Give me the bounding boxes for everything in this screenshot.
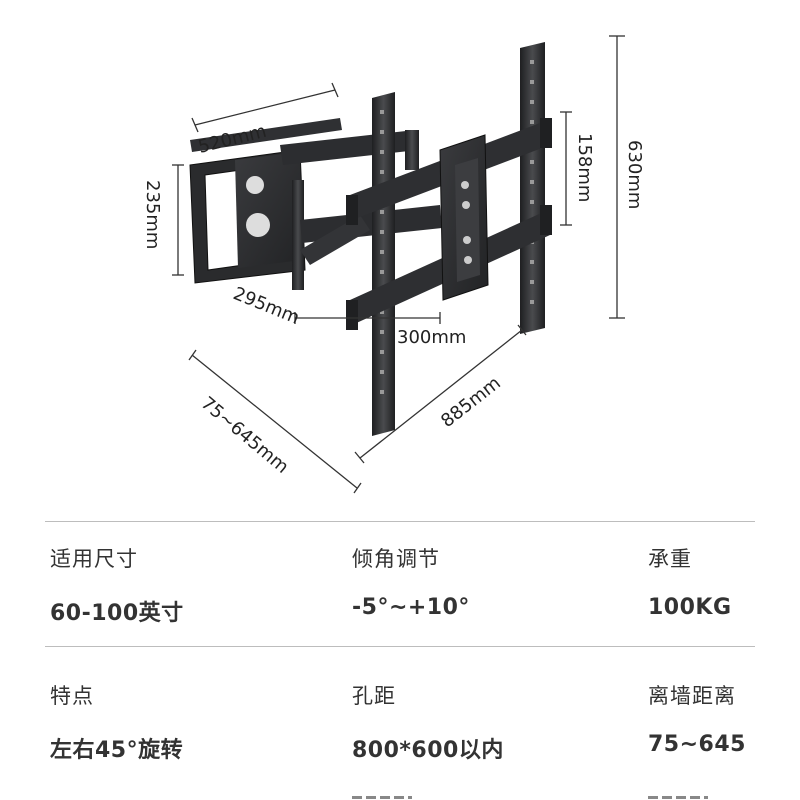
spec-feature: 特点 左右45°旋转 <box>50 680 183 764</box>
divider-middle <box>45 646 755 647</box>
tv-mount-figure: 520mm 235mm 295mm 300mm 75~645mm 885mm 1… <box>142 35 645 494</box>
spec-feature-label: 特点 <box>50 684 94 708</box>
dim-hole-vertical: 158mm <box>574 133 595 202</box>
dim-height-total: 630mm <box>624 140 645 209</box>
spec-feature-value: 左右45°旋转 <box>50 738 184 763</box>
dimension-lines <box>172 35 625 494</box>
spec-tilt-value: -5°~+10° <box>352 595 470 620</box>
spec-tilt-label: 倾角调节 <box>352 547 440 571</box>
center-plate <box>439 134 489 301</box>
cutoff-text-1 <box>352 790 462 800</box>
spec-load-value: 100KG <box>648 595 732 620</box>
vertical-rails <box>372 42 545 436</box>
spec-hole-spacing-label: 孔距 <box>352 684 396 708</box>
cutoff-text-2 <box>648 790 758 800</box>
dim-hole-horizontal: 300mm <box>397 327 466 348</box>
spec-tilt: 倾角调节 -5°~+10° <box>352 543 470 620</box>
spec-size-label: 适用尺寸 <box>50 547 138 571</box>
dim-length-total: 885mm <box>437 373 505 432</box>
spec-size: 适用尺寸 60-100英寸 <box>50 543 184 627</box>
dim-extension: 75~645mm <box>197 393 293 478</box>
spec-wall-distance-label: 离墙距离 <box>648 684 736 708</box>
dim-width-top: 520mm <box>196 121 268 158</box>
dim-height-left: 235mm <box>142 180 163 249</box>
wall-bracket <box>189 118 342 290</box>
spec-load: 承重 100KG <box>648 543 732 620</box>
spec-wall-distance: 离墙距离 75~645 <box>648 680 746 757</box>
dim-depth-arm: 295mm <box>230 283 302 328</box>
divider-top <box>45 521 755 522</box>
spec-size-value: 60-100英寸 <box>50 601 184 626</box>
spec-wall-distance-value: 75~645 <box>648 732 746 757</box>
spec-hole-spacing-value: 800*600以内 <box>352 738 504 763</box>
spec-hole-spacing: 孔距 800*600以内 <box>352 680 504 764</box>
spec-load-label: 承重 <box>648 547 692 571</box>
